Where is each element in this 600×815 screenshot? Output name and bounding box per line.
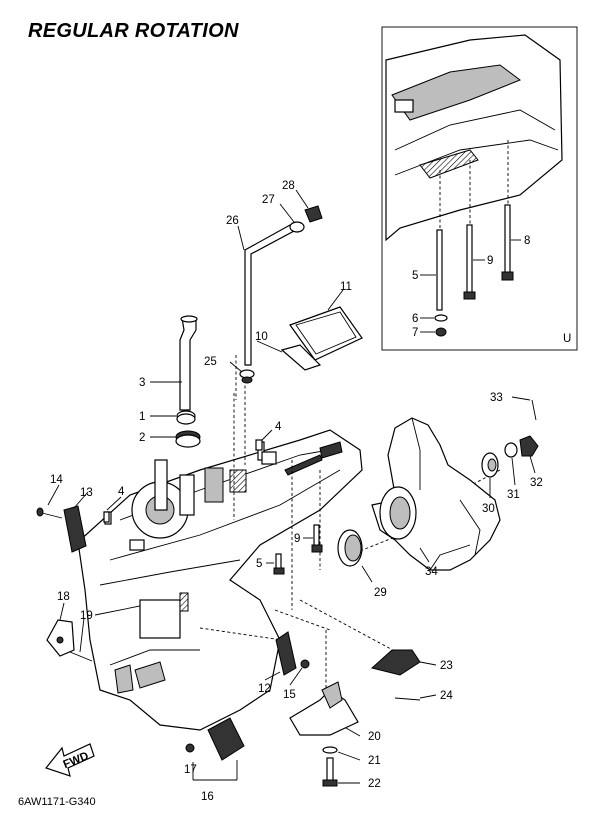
callout-5a: 5 [412, 270, 418, 282]
callout-17: 17 [184, 764, 197, 776]
callout-9a: 9 [487, 255, 493, 267]
callout-2: 2 [139, 432, 145, 444]
callout-31: 31 [507, 489, 520, 501]
callout-labels: 1 2 3 4 4 5 5 6 7 8 9 9 10 11 12 13 14 1… [50, 180, 543, 803]
drawing-code: 6AW1171-G340 [18, 796, 96, 808]
callout-8: 8 [524, 235, 530, 247]
callout-30: 30 [482, 503, 495, 515]
callout-34: 34 [425, 566, 438, 578]
callout-3: 3 [139, 377, 145, 389]
diagram-title: REGULAR ROTATION [28, 20, 239, 42]
callout-9b: 9 [294, 533, 300, 545]
fwd-label: FWD [62, 750, 91, 771]
callout-12: 12 [258, 683, 271, 695]
forward-arrow-icon: FWD [44, 743, 95, 777]
callout-32: 32 [530, 477, 543, 489]
callout-33: 33 [490, 392, 503, 404]
callout-4a: 4 [275, 421, 282, 433]
lower-case [77, 355, 501, 731]
callout-22: 22 [368, 778, 381, 790]
callout-11: 11 [340, 281, 352, 293]
callout-16: 16 [201, 791, 214, 803]
callout-19: 19 [80, 610, 93, 622]
callout-18: 18 [57, 591, 70, 603]
callout-23: 23 [440, 660, 453, 672]
callout-14: 14 [50, 474, 63, 486]
callout-27: 27 [262, 194, 275, 206]
callout-4b: 4 [118, 486, 125, 498]
callout-21: 21 [368, 755, 381, 767]
callout-6: 6 [412, 313, 418, 325]
callout-25: 25 [204, 356, 217, 368]
callout-24: 24 [440, 690, 453, 702]
callout-1: 1 [139, 411, 145, 423]
callout-5b: 5 [256, 558, 262, 570]
callout-26: 26 [226, 215, 239, 227]
callout-13: 13 [80, 487, 93, 499]
callout-10: 10 [255, 331, 268, 343]
callout-29: 29 [374, 587, 387, 599]
callout-7: 7 [412, 327, 418, 339]
callout-28: 28 [282, 180, 295, 192]
inset-detail: U [381, 26, 578, 351]
callout-20: 20 [368, 731, 381, 743]
callout-leaders [47, 189, 536, 784]
callout-15: 15 [283, 689, 296, 701]
inset-label: U [563, 333, 571, 345]
